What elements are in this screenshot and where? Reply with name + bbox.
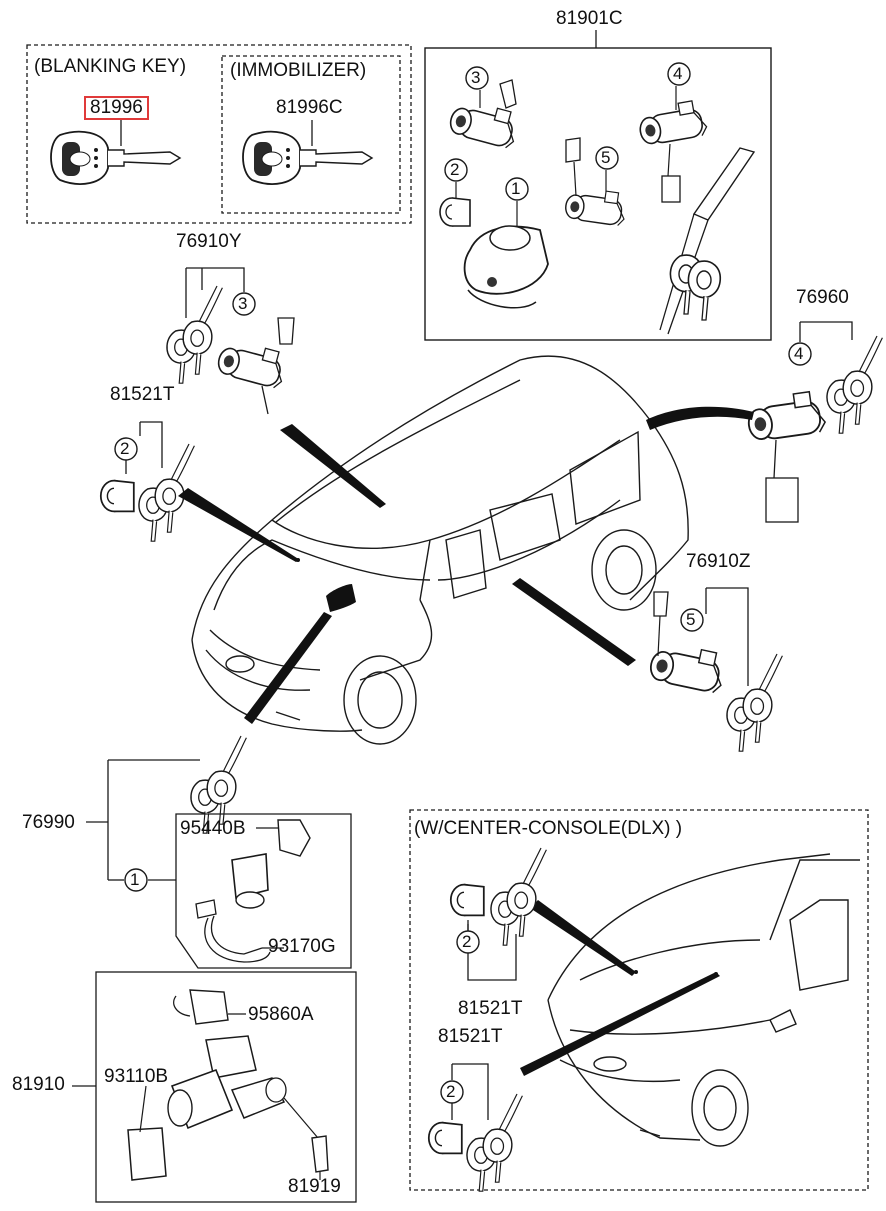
part-number-93110b[interactable]: 93110B — [104, 1066, 169, 1087]
center-console-caption: (W/CENTER-CONSOLE(DLX) ) — [414, 818, 683, 839]
callout-3-76910y: 3 — [238, 294, 248, 313]
part-number-81521t[interactable]: 81521T — [110, 384, 175, 405]
part-number-81910[interactable]: 81910 — [12, 1074, 65, 1095]
part-number-95860a[interactable]: 95860A — [248, 1004, 314, 1025]
part-number-81996c[interactable]: 81996C — [276, 97, 343, 118]
callout-2-console-a: 2 — [462, 932, 472, 951]
part-number-81521t-console-b[interactable]: 81521T — [438, 1026, 503, 1047]
part-number-81521t-console-a[interactable]: 81521T — [458, 998, 523, 1019]
callout-5-76910z: 5 — [686, 610, 696, 629]
callout-3: 3 — [471, 68, 481, 87]
part-number-81919[interactable]: 81919 — [288, 1176, 341, 1197]
part-number-81901c[interactable]: 81901C — [556, 8, 623, 29]
callout-4: 4 — [673, 64, 683, 83]
callout-2-81521t: 2 — [120, 439, 130, 458]
part-number-76910y[interactable]: 76910Y — [176, 231, 242, 252]
part-number-76990[interactable]: 76990 — [22, 812, 75, 833]
part-number-76960[interactable]: 76960 — [796, 287, 849, 308]
callout-1: 1 — [511, 179, 521, 198]
callout-4-76960: 4 — [794, 344, 804, 363]
callout-5: 5 — [601, 148, 611, 167]
blanking-key-caption: (BLANKING KEY) — [34, 56, 187, 77]
part-number-95440b[interactable]: 95440B — [180, 818, 246, 839]
callout-2-console-b: 2 — [446, 1082, 456, 1101]
part-number-81996[interactable]: 81996 — [84, 96, 149, 120]
part-number-93170g[interactable]: 93170G — [268, 936, 336, 957]
immobilizer-caption: (IMMOBILIZER) — [230, 60, 367, 81]
callout-2: 2 — [450, 160, 460, 179]
part-number-76910z[interactable]: 76910Z — [686, 551, 751, 572]
callout-1-76990: 1 — [130, 870, 140, 889]
